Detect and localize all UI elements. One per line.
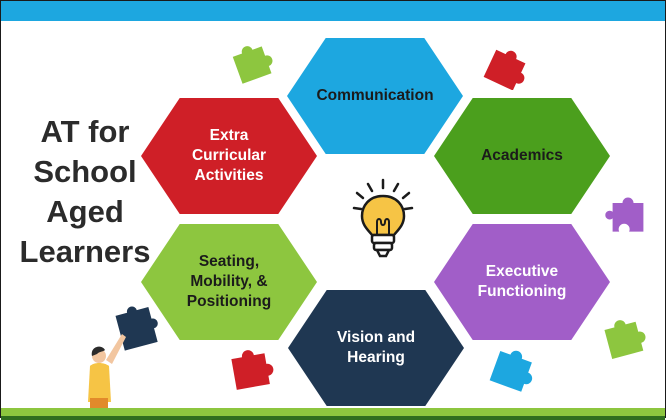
puzzle-piece-icon <box>604 320 646 359</box>
hex-communication: Communication <box>287 38 463 154</box>
hex-executive-functioning: Executive Functioning <box>434 224 610 340</box>
title-line: School <box>33 154 137 189</box>
person-icon <box>88 306 158 408</box>
puzzle-piece-icon <box>489 350 533 392</box>
hex-label: Academics <box>481 147 563 164</box>
bottom-accent-line <box>1 416 665 420</box>
slide-title: AT for School Aged Learners <box>14 112 156 272</box>
title-line: Learners <box>19 234 151 269</box>
bottom-accent-bar <box>1 408 665 416</box>
hex-label: Seating, Mobility, & Positioning <box>186 253 272 310</box>
top-accent-bar <box>1 1 665 21</box>
hex-label: Executive Functioning <box>477 263 567 300</box>
hex-academics: Academics <box>434 98 610 214</box>
puzzle-piece-icon <box>605 197 644 232</box>
hex-label: Extra Curricular Activities <box>191 127 267 184</box>
hex-label: Communication <box>316 87 434 104</box>
hex-label: Vision and Hearing <box>336 329 416 366</box>
puzzle-piece-icon <box>232 46 273 84</box>
title-line: Aged <box>46 194 124 229</box>
hex-extra-curricular-activities: Extra Curricular Activities <box>141 98 317 214</box>
lightbulb-icon <box>352 178 414 258</box>
puzzle-piece-icon <box>231 350 274 390</box>
hex-vision-and-hearing: Vision and Hearing <box>288 290 464 406</box>
puzzle-piece-icon <box>483 49 526 90</box>
title-line: AT for <box>40 114 130 149</box>
hex-seating-mobility-positioning: Seating, Mobility, & Positioning <box>141 224 317 340</box>
